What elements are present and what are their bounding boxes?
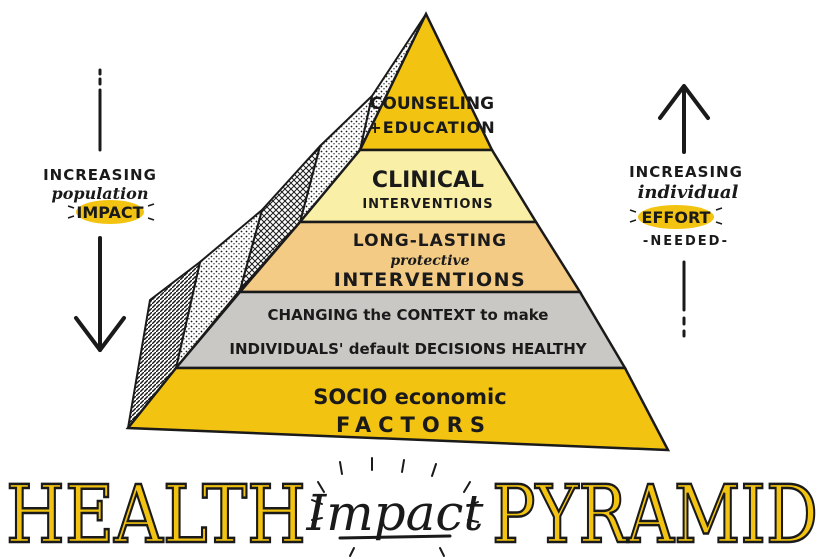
clinical-line2: INTERVENTIONS: [362, 197, 493, 212]
left-note-line1: INCREASING: [43, 166, 157, 184]
socioeconomic-line2: FACTORS: [336, 413, 492, 437]
counseling-line1: COUNSELING: [370, 94, 494, 114]
socioeconomic-line1: SOCIO economic: [313, 385, 506, 409]
long-lasting-line2: protective: [390, 253, 469, 269]
right-note-line1: INCREASING: [629, 163, 743, 181]
title-pyramid: PYRAMID: [492, 468, 818, 559]
context-line1: CHANGING the CONTEXT to make: [268, 306, 549, 324]
right-sparkle-icon: [629, 207, 723, 225]
title-health: HEALTH: [6, 468, 306, 559]
level-counseling-label: COUNSELING +EDUCATION: [368, 94, 495, 137]
context-line2: INDIVIDUALS' default DECISIONS HEALTHY: [229, 340, 587, 358]
left-note-highlight: IMPACT: [76, 203, 143, 222]
left-note: INCREASING population IMPACT: [43, 68, 157, 352]
down-arrow-icon: [74, 236, 126, 352]
level-socioeconomic-label: SOCIO economic FACTORS: [313, 385, 506, 437]
level-clinical-label: CLINICAL INTERVENTIONS: [362, 168, 493, 212]
title-impact-underline: [338, 534, 452, 540]
level-long-lasting-label: LONG-LASTING protective INTERVENTIONS: [334, 231, 526, 291]
left-note-line2: population: [52, 184, 149, 203]
pyramid-level-socioeconomic: [125, 366, 671, 452]
right-note-line2: individual: [638, 182, 739, 203]
long-lasting-line3: INTERVENTIONS: [334, 269, 526, 291]
title-impact: Impact: [305, 484, 484, 542]
right-note: INCREASING individual EFFORT -NEEDED-: [629, 84, 743, 338]
pyramid-front: [125, 11, 671, 452]
right-note-line4: -NEEDED-: [643, 234, 729, 249]
level-context-label: CHANGING the CONTEXT to make INDIVIDUALS…: [229, 306, 587, 358]
left-highlight-blob: [76, 200, 144, 224]
long-lasting-line1: LONG-LASTING: [353, 231, 507, 251]
up-arrow-icon: [658, 84, 710, 154]
page-title: HEALTH Impact PYRAMID: [5, 457, 819, 559]
counseling-line2: +EDUCATION: [368, 118, 495, 137]
right-note-highlight: EFFORT: [642, 208, 711, 227]
title-sparkle-icon: [311, 457, 479, 557]
right-highlight-blob: [638, 205, 714, 229]
clinical-line1: CLINICAL: [372, 168, 484, 193]
left-sparkle-icon: [67, 203, 155, 221]
